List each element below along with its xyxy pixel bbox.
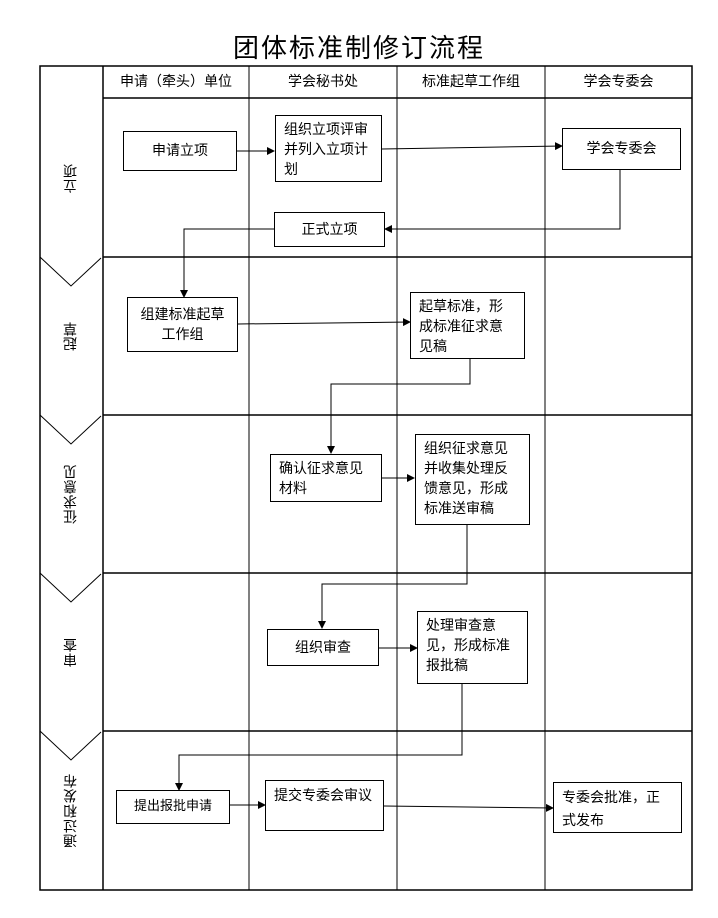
phase-chevron [39, 730, 102, 761]
header-secretariat: 学会秘书处 [288, 74, 358, 90]
arrow-build-to-draft [237, 318, 411, 327]
arrow-handle-to-submit [175, 684, 463, 791]
step-organize-review: 组织立项评审并列入立项计划 [275, 115, 382, 182]
page-title: 团体标准制修订流程 [232, 34, 485, 64]
step-committee: 学会专委会 [562, 128, 681, 170]
step-submit-approval: 提出报批申请 [116, 790, 230, 824]
arrow-formal-to-build [180, 228, 274, 298]
step-confirm: 确认征求意见材料 [270, 454, 382, 502]
header-drafting-group: 标准起草工作组 [422, 74, 520, 90]
header-applicant: 申请（牵头）单位 [120, 74, 232, 90]
phase-approval: 立项 [63, 162, 79, 193]
step-formal: 正式立项 [274, 212, 385, 247]
phase-consultation: 征求意见 [63, 464, 79, 524]
phase-publish: 通过和发布 [63, 773, 79, 848]
step-handle-audit: 处理审查意见，形成标准报批稿 [417, 611, 528, 684]
step-draft: 起草标准，形成标准征求意见稿 [410, 292, 525, 359]
arrow-collect-to-audit [318, 525, 468, 629]
arrow-committee-to-formal [384, 170, 621, 233]
header-committee: 学会专委会 [583, 74, 654, 90]
step-build-group: 组建标准起草工作组 [127, 297, 238, 352]
step-approve: 专委会批准，正式发布 [553, 782, 682, 833]
phase-drafting: 起草 [63, 321, 79, 351]
phase-chevron [39, 256, 102, 287]
step-submit-committee: 提交专委会审议 [265, 780, 384, 831]
arrow-review-to-committee [381, 142, 563, 151]
phase-chevron [39, 414, 102, 445]
arrow-draft-to-confirm [327, 359, 471, 454]
table-border [39, 65, 693, 891]
step-apply: 申请立项 [123, 131, 237, 171]
step-collect: 组织征求意见并收集处理反馈意见，形成标准送审稿 [415, 434, 530, 525]
phase-review: 审查 [63, 637, 79, 667]
phase-chevron [39, 572, 102, 603]
step-org-audit: 组织审查 [267, 629, 379, 666]
arrow-committee-to-approve [383, 803, 554, 812]
